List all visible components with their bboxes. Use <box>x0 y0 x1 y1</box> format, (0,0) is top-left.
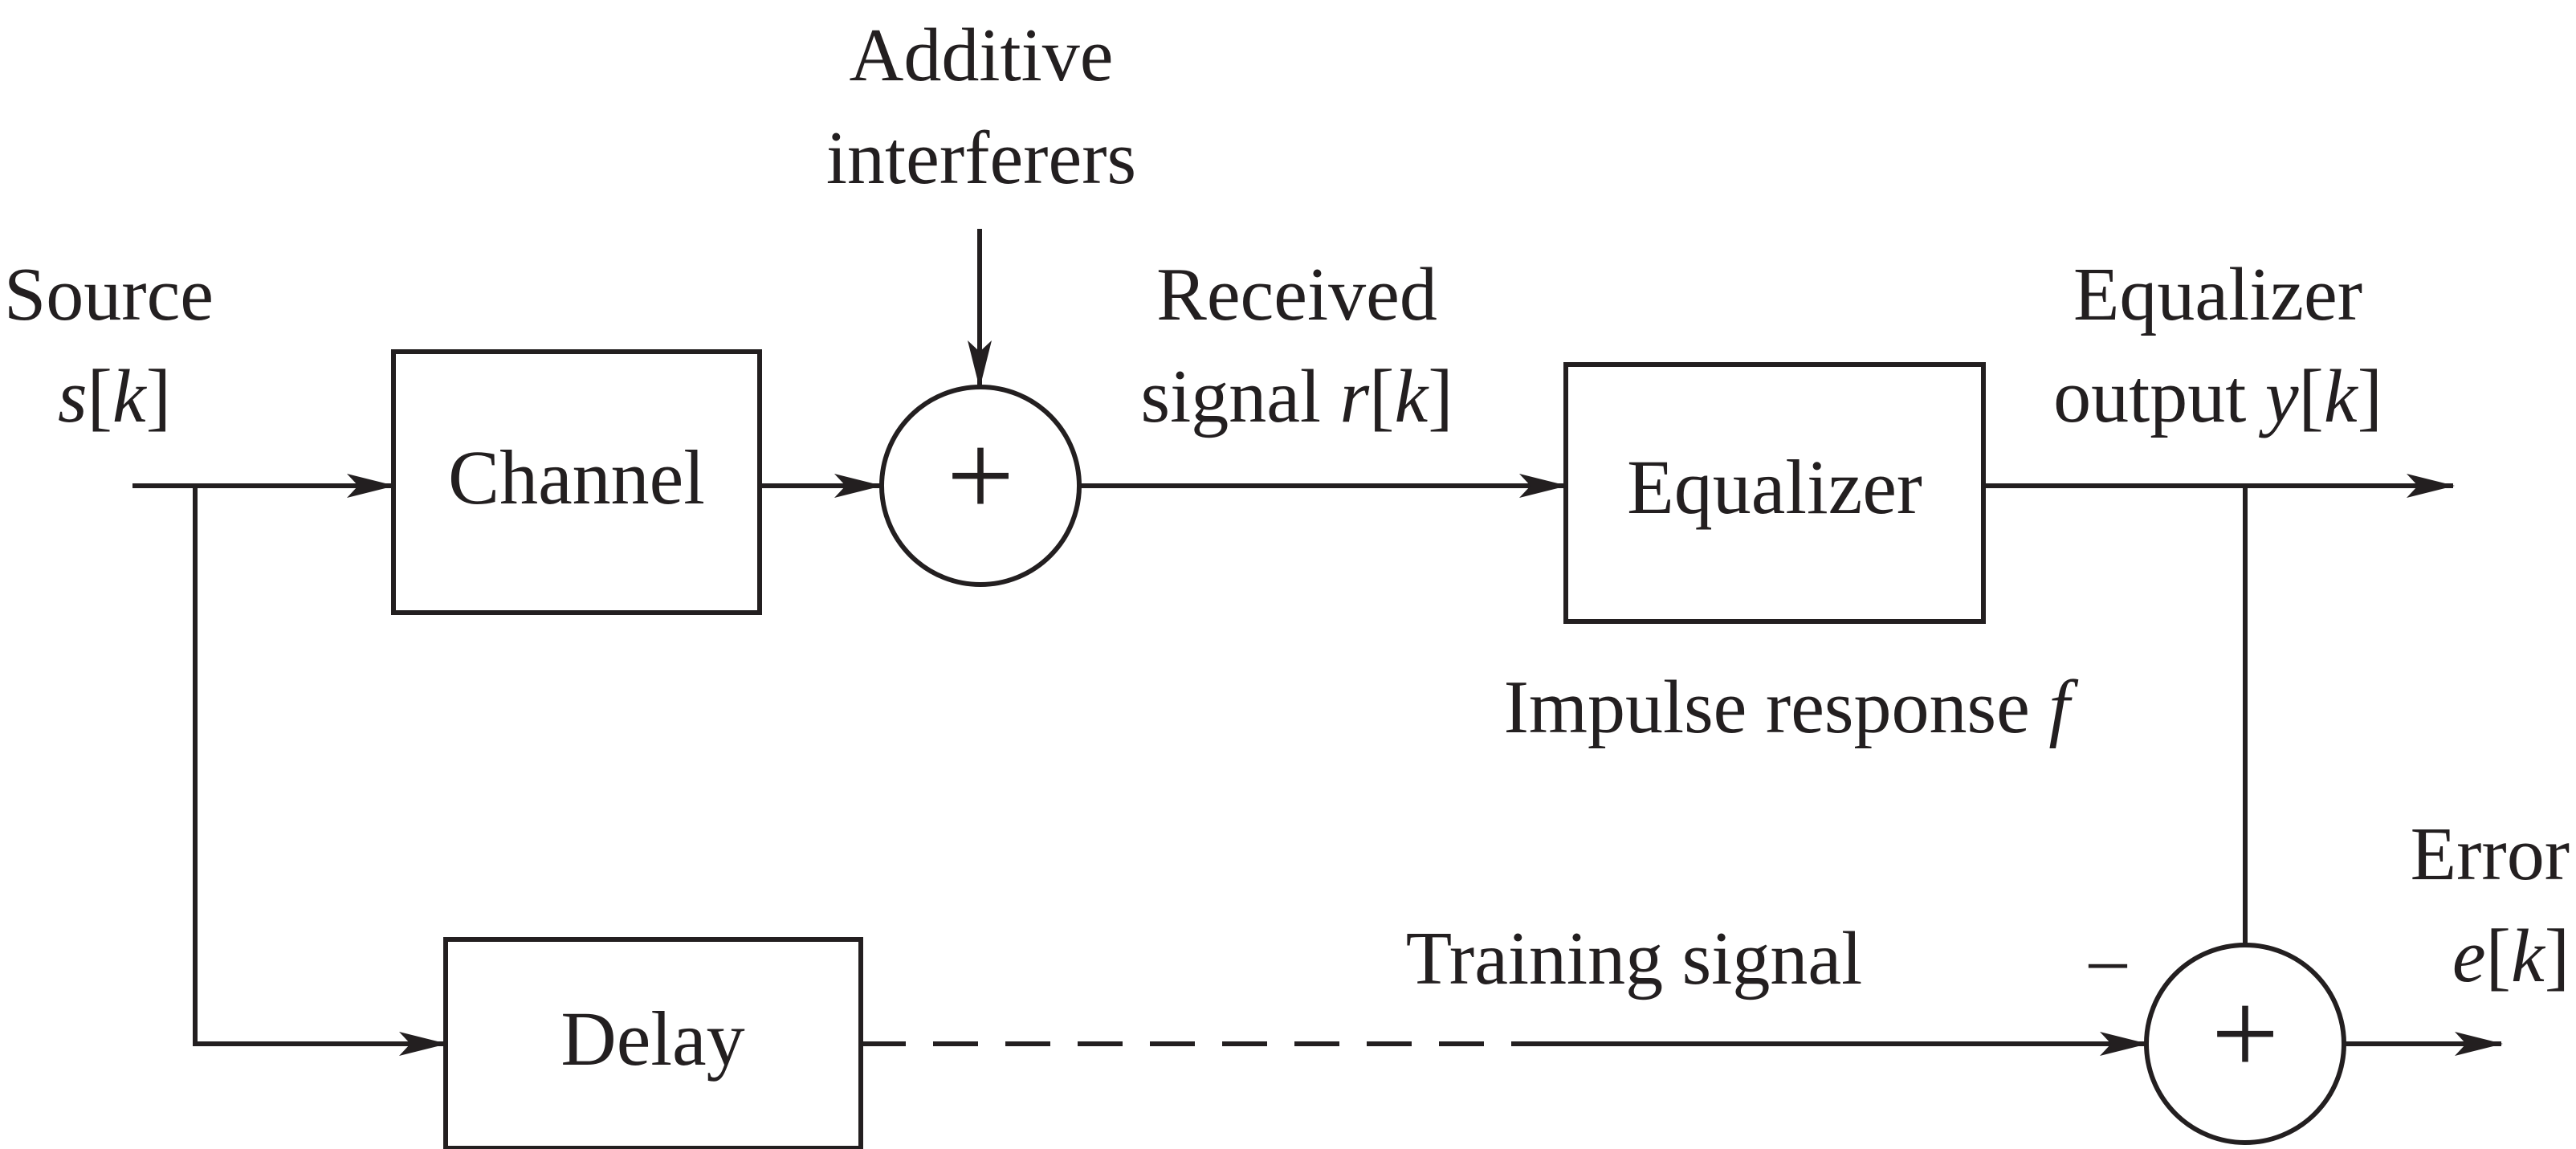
interferer-summer: + <box>879 385 1082 587</box>
index-var: k <box>1394 355 1429 438</box>
equalizer-label: Equalizer <box>1627 444 1922 530</box>
index-var: k <box>2511 915 2546 998</box>
received-label-line2: signal r[k] <box>1141 355 1453 438</box>
channel-label: Channel <box>448 434 705 520</box>
equalizer-output-label-line2: output y[k] <box>2053 355 2382 438</box>
impulse-response-text: Impulse response <box>1504 666 2030 749</box>
impulse-response-label: Impulse response f <box>1504 666 2079 749</box>
index-open: [ <box>2299 355 2324 438</box>
error-summer-plus-sign: + <box>2211 967 2280 1100</box>
impulse-response-variable: f <box>2048 666 2078 749</box>
source-variable: s <box>58 355 88 438</box>
source-branch-to-delay <box>193 486 447 1056</box>
training-signal-label: Training signal <box>1406 917 1862 1000</box>
delay-label: Delay <box>560 996 744 1082</box>
source-label-line1: Source <box>4 253 214 336</box>
index-close: ] <box>146 355 171 438</box>
source-label-line2: s[k] <box>58 355 171 438</box>
received-variable: r <box>1340 355 1370 438</box>
summer-plus-sign: + <box>947 409 1015 542</box>
equalizer-output-label-line1: Equalizer <box>2073 253 2362 336</box>
index-var: k <box>2324 355 2359 438</box>
output-variable: y <box>2259 355 2299 438</box>
index-close: ] <box>1428 355 1453 438</box>
error-variable: e <box>2452 915 2486 998</box>
minus-sign-label: – <box>2089 917 2128 1000</box>
additive-label-line2: interferers <box>826 116 1136 200</box>
index-close: ] <box>2358 355 2382 438</box>
index-close: ] <box>2545 915 2570 998</box>
received-word: signal <box>1141 355 1322 438</box>
equalizer-block: Equalizer <box>1563 362 1986 624</box>
index-var: k <box>112 355 148 438</box>
error-summer: + <box>2144 943 2346 1145</box>
index-open: [ <box>2486 915 2511 998</box>
channel-block: Channel <box>391 349 762 615</box>
received-label-line1: Received <box>1156 253 1437 336</box>
error-label-line2: e[k] <box>2452 915 2570 998</box>
additive-label-line1: Additive <box>850 14 1114 97</box>
output-word: output <box>2053 355 2246 438</box>
index-open: [ <box>1369 355 1394 438</box>
error-label-line1: Error <box>2411 813 2570 896</box>
index-open: [ <box>88 355 112 438</box>
delay-block: Delay <box>443 937 863 1149</box>
